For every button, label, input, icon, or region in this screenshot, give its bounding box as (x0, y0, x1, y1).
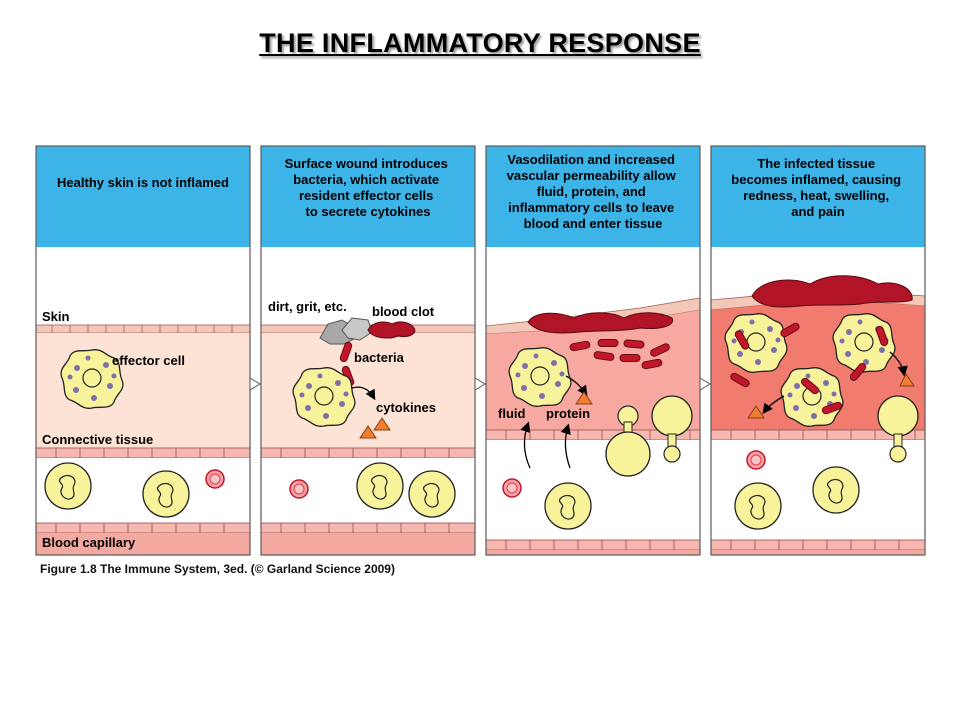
cytokine (899, 373, 915, 387)
panel-healthy: Healthy skin is not inflamed Skin effect… (35, 145, 251, 556)
blood-clot (751, 275, 913, 308)
cytokine (747, 405, 765, 419)
figure-caption: Figure 1.8 The Immune System, 3ed. (© Ga… (40, 562, 395, 576)
cytokine (359, 425, 377, 439)
effector-cell (724, 313, 788, 373)
panel-1-header: Healthy skin is not inflamed (57, 175, 229, 190)
label-effector-cell: effector cell (112, 353, 185, 368)
red-blood-cell (205, 469, 225, 489)
label-skin: Skin (42, 309, 70, 324)
white-blood-cell (408, 470, 456, 518)
label-dirt: dirt, grit, etc. (268, 299, 347, 314)
step-arrow-icon (474, 377, 486, 391)
cytokine (373, 417, 391, 431)
panel-1-header-bg (36, 146, 250, 247)
effector-cell (508, 347, 572, 407)
label-bacteria: bacteria (354, 350, 405, 365)
emigrating-white-cell (605, 405, 651, 477)
endothelium-segments (55, 430, 916, 550)
panel-4-header: The infected tissue becomes inflamed, ca… (731, 156, 904, 219)
white-blood-cell (812, 466, 860, 514)
emigrating-white-cell (877, 395, 919, 463)
label-connective-tissue: Connective tissue (42, 432, 153, 447)
label-fluid: fluid (498, 406, 525, 421)
panel-3-header: Vasodilation and increased vascular perm… (507, 152, 680, 231)
label-blood-capillary: Blood capillary (42, 535, 136, 550)
step-arrow-icon (249, 377, 261, 391)
red-blood-cell (289, 479, 309, 499)
white-blood-cell (142, 470, 190, 518)
white-blood-cell (356, 462, 404, 510)
effector-cell (292, 367, 356, 427)
red-blood-cell (502, 478, 522, 498)
label-cytokines: cytokines (376, 400, 436, 415)
blood-clot (527, 312, 674, 334)
page-title: THE INFLAMMATORY RESPONSE (259, 28, 701, 58)
white-blood-cell (544, 482, 592, 530)
label-blood-clot: blood clot (372, 304, 435, 319)
emigrating-white-cell (651, 395, 693, 463)
panel-vasodilation: Vasodilation and increased vascular perm… (485, 145, 701, 556)
label-protein: protein (546, 406, 590, 421)
panel-2-header: Surface wound introduces bacteria, which… (285, 156, 452, 219)
cytokine (575, 391, 593, 405)
red-blood-cell (746, 450, 766, 470)
effector-cell (780, 367, 844, 427)
blood-clot (367, 321, 416, 339)
panel-wound: Surface wound introduces bacteria, which… (260, 145, 476, 556)
white-blood-cell (44, 462, 92, 510)
white-blood-cell (734, 482, 782, 530)
step-arrow-icon (699, 377, 711, 391)
panel-inflamed: The infected tissue becomes inflamed, ca… (710, 145, 926, 556)
